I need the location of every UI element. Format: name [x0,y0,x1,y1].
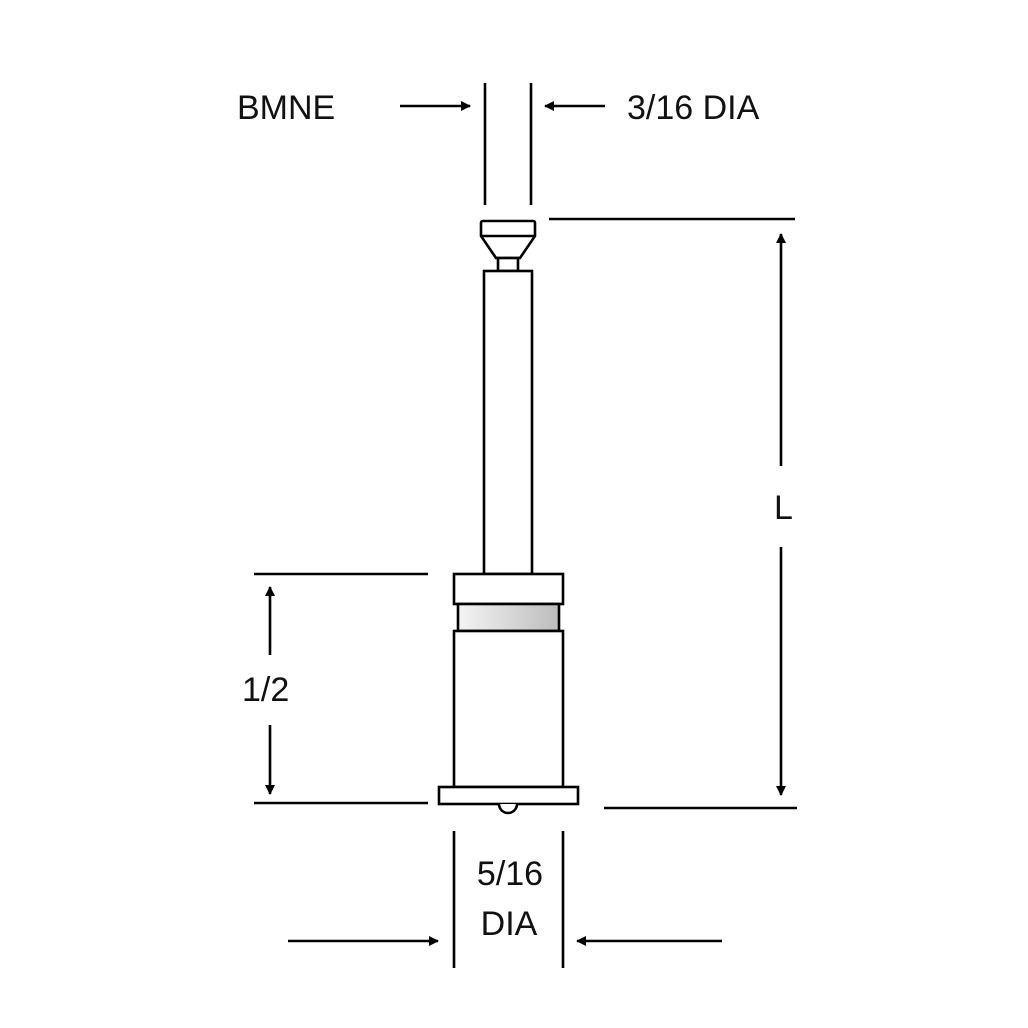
base-plate [437,785,580,806]
pin-part [437,219,580,815]
body-band [456,602,561,633]
model-label: BMNE [237,89,335,127]
shank-dia-label: 3/16 DIA [627,89,760,127]
base-height-label: 1/2 [242,671,289,709]
length-label: L [774,489,793,527]
body-main [452,629,565,789]
pin-shank [482,269,534,576]
pin-head [479,219,537,260]
bottom-tip [497,803,519,815]
body-dia-unit-label: DIA [481,905,538,943]
body-collar [452,572,565,606]
body-dia-value-label: 5/16 [477,855,543,893]
pin-neck [496,256,520,273]
